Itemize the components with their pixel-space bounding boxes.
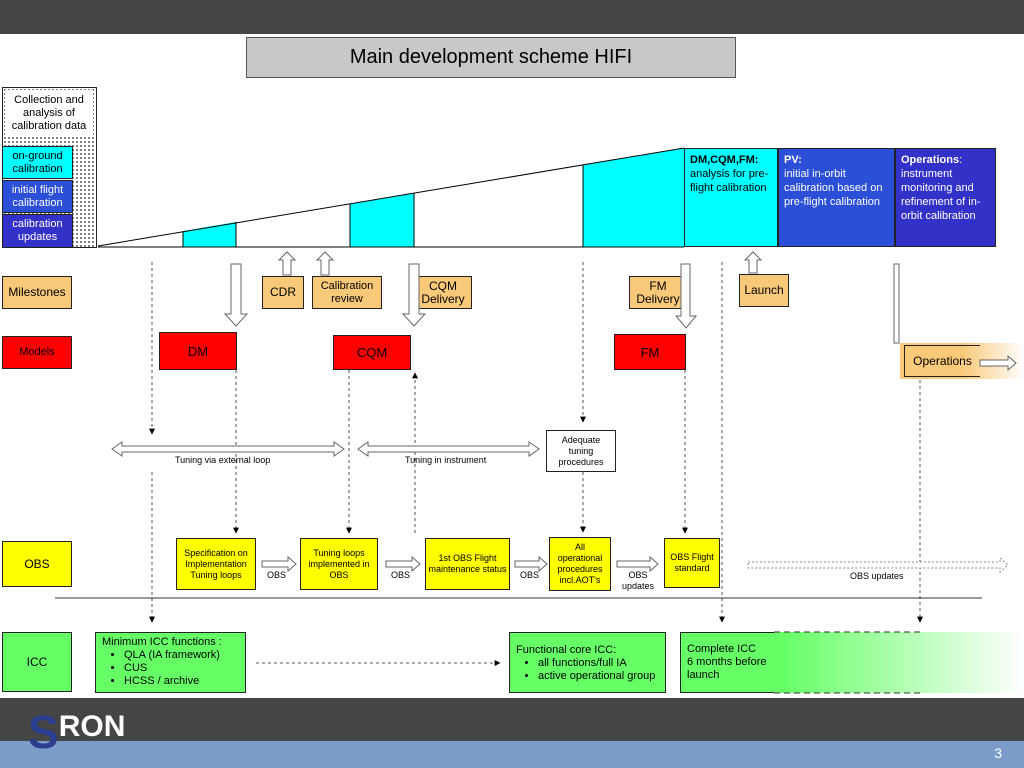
obs-spec-box: Specification on Implementation Tuning l…: [176, 538, 256, 590]
icc-minimum-item: QLA (IA framework): [124, 649, 222, 662]
icc-complete-band: [680, 632, 1024, 693]
tuning-external-label: Tuning via external loop: [175, 455, 271, 465]
logo-rest: RON: [58, 710, 126, 743]
tuning-instrument-label: Tuning in instrument: [405, 455, 487, 465]
row-label-obs: OBS: [2, 541, 72, 587]
icc-core-title: Functional core ICC:: [516, 644, 617, 656]
milestone-cdr: CDR: [262, 276, 304, 309]
icc-minimum-item: CUS: [124, 662, 222, 675]
icc-dashed-outline: [774, 631, 920, 694]
obs-arrows: [261, 555, 659, 573]
icc-minimum-title: Minimum ICC functions :: [102, 636, 222, 648]
icc-minimum-box: Minimum ICC functions : QLA (IA framewor…: [95, 632, 246, 693]
icc-complete-line1: Complete ICC: [687, 643, 757, 655]
milestone-fm-delivery: FM Delivery: [629, 276, 687, 309]
obs-label-2: OBS: [391, 570, 411, 580]
icc-complete-line3: launch: [687, 669, 720, 681]
sron-logo: S RON: [28, 705, 125, 755]
legend-header: Collection and analysis of calibration d…: [5, 90, 93, 136]
model-cqm: CQM: [333, 335, 411, 370]
obs-label-3: OBS: [520, 570, 540, 580]
icc-core-item: all functions/full IA: [538, 657, 655, 670]
milestone-launch: Launch: [739, 274, 789, 307]
calibration-wedge: [97, 147, 685, 248]
double-arrows: [111, 441, 540, 457]
icc-minimum-item: HCSS / archive: [124, 675, 222, 688]
phase-pv: PV:initial in-orbit calibration based on…: [778, 148, 895, 247]
phase-dm-cqm-fm: DM,CQM,FM:analysis for pre-flight calibr…: [684, 148, 778, 247]
obs-all-box: All operational procedures incl.AOT's: [549, 537, 611, 591]
legend-on-ground: on-ground calibration: [2, 146, 73, 179]
model-dm: DM: [159, 332, 237, 370]
milestone-cqm-delivery: CQM Delivery: [414, 276, 472, 309]
obs-first-box: 1st OBS Flight maintenance status: [425, 538, 510, 590]
icc-complete-box: Complete ICC 6 months before launch: [680, 632, 774, 693]
adequate-tuning-box: Adequate tuning procedures: [546, 430, 616, 472]
obs-loops-box: Tuning loops implemented in OBS: [300, 538, 378, 590]
model-operations: Operations: [904, 345, 980, 377]
row-label-icc: ICC: [2, 632, 72, 692]
obs-flight-box: OBS Flight standard: [664, 538, 720, 588]
logo-s: S: [28, 706, 59, 758]
icc-core-item: active operational group: [538, 670, 655, 683]
page-title: Main development scheme HIFI: [246, 37, 736, 78]
milestone-calibration-review: Calibration review: [312, 276, 382, 309]
obs-updates-arrow: [747, 556, 1009, 574]
obs-updates-right-label: OBS updates: [850, 571, 904, 581]
legend-updates: calibration updates: [2, 214, 73, 248]
row-label-milestones: Milestones: [2, 276, 72, 309]
phase-operations: Operations:instrument monitoring and ref…: [895, 148, 996, 247]
page-number: 3: [994, 745, 1002, 761]
dashed-connectors: [149, 262, 923, 666]
icc-complete-line2: 6 months before: [687, 656, 767, 668]
row-label-models: Models: [2, 336, 72, 369]
block-arrows: [223, 251, 1017, 372]
legend-initial-flight: initial flight calibration: [2, 180, 73, 213]
obs-updates-label: OBS updates: [621, 570, 655, 591]
obs-label-1: OBS: [267, 570, 287, 580]
model-fm: FM: [614, 334, 686, 370]
bottom-bar: [0, 698, 1024, 741]
top-bar: [0, 0, 1024, 34]
icc-core-box: Functional core ICC: all functions/full …: [509, 632, 666, 693]
footer-band: [0, 741, 1024, 768]
